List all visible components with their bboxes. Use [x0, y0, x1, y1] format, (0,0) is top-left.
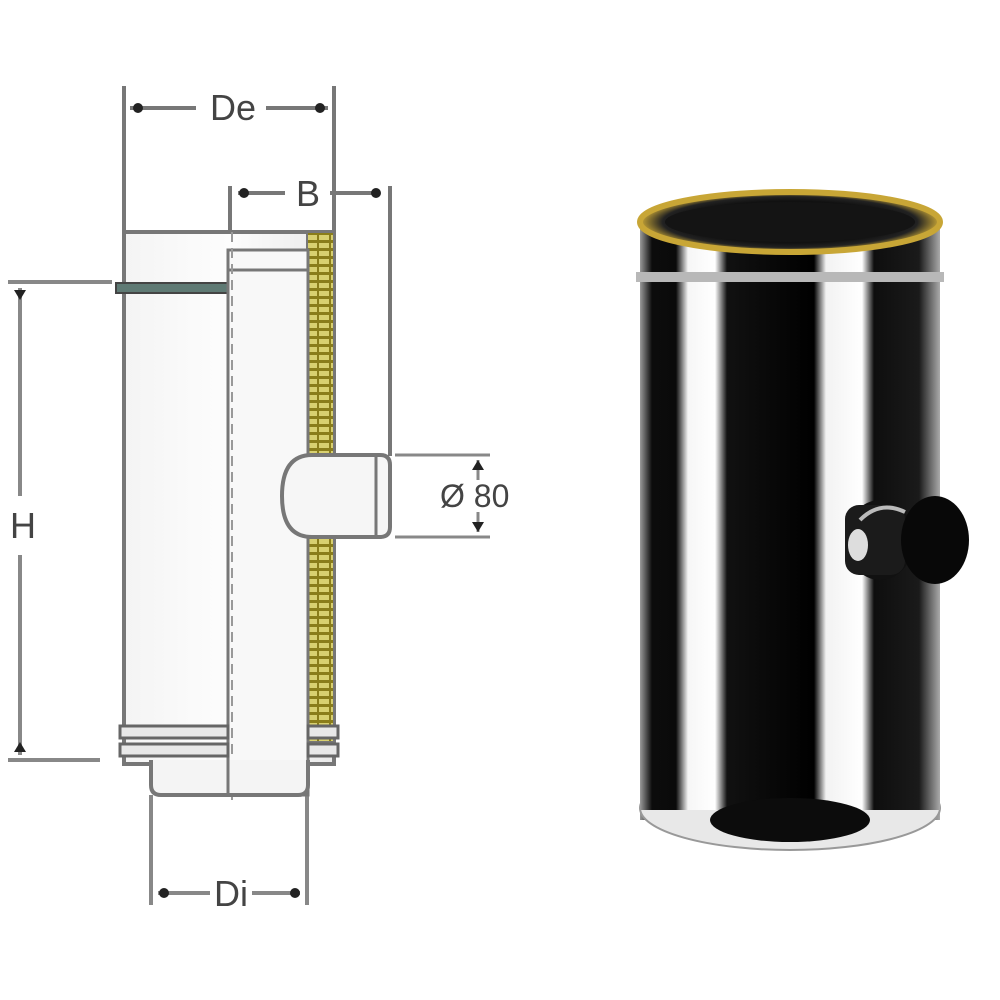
- label-b: B: [292, 176, 325, 212]
- label-di: Di: [210, 876, 252, 912]
- label-de: De: [206, 90, 261, 126]
- label-h: H: [6, 508, 40, 544]
- label-drain-diameter: Ø 80: [436, 480, 514, 512]
- product-photo: [636, 189, 969, 851]
- dimension-h: [8, 280, 112, 762]
- drain-outlet: [279, 453, 392, 539]
